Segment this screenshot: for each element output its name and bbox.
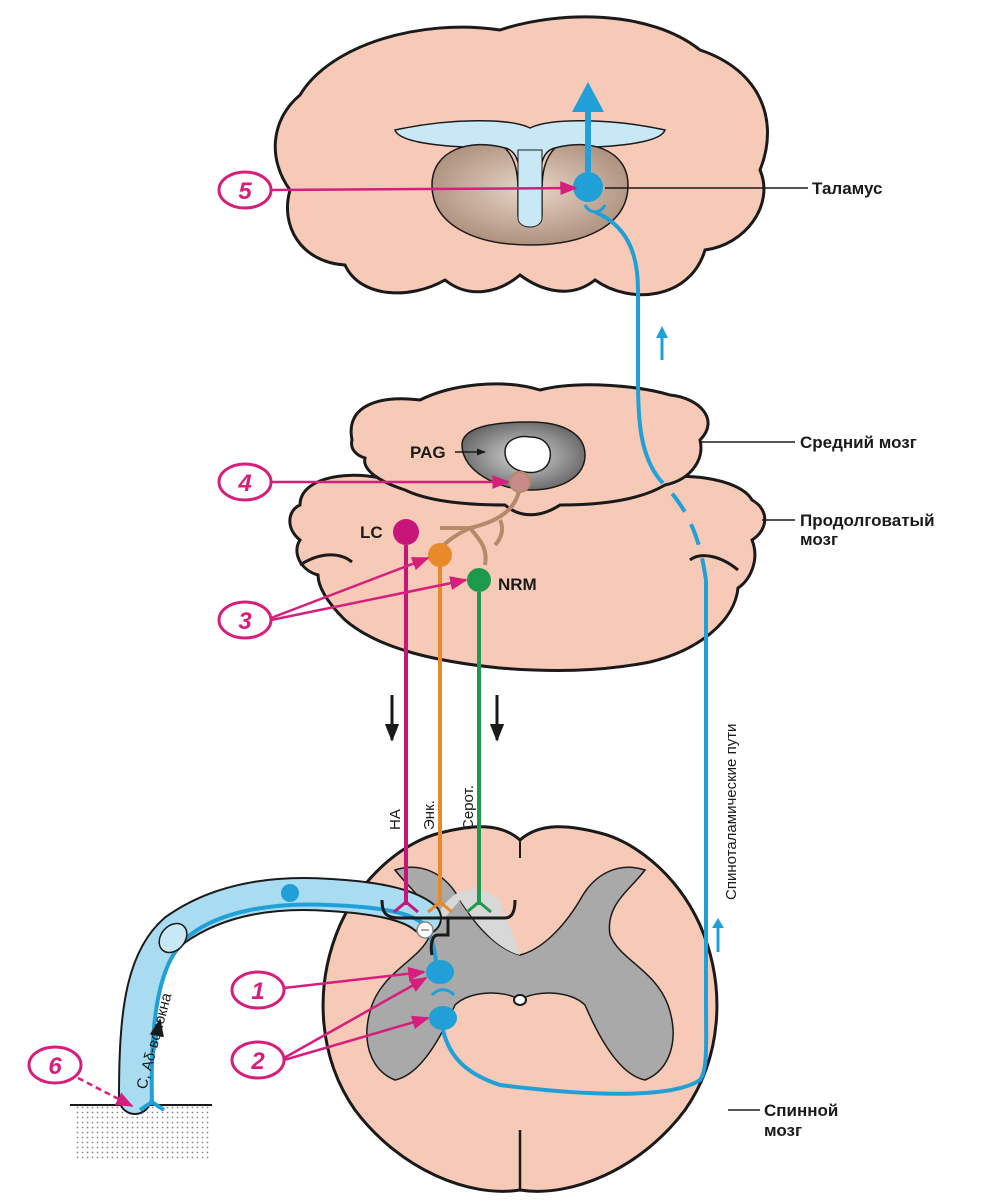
callout-4-number: 4 <box>237 470 251 497</box>
label-midbrain: Средний мозг <box>800 433 917 452</box>
label-thalamus: Таламус <box>812 179 883 198</box>
label-spinothalamic: Спиноталамические пути <box>723 724 740 900</box>
brain-section <box>275 17 767 295</box>
callout-6-number: 6 <box>48 1053 62 1080</box>
ascending-arrow-upper-head <box>656 326 668 338</box>
pag-neuron <box>510 472 530 492</box>
ascending-arrow-cord-head <box>712 918 724 928</box>
nrm-neuron <box>467 568 491 592</box>
thalamic-neuron <box>573 172 603 202</box>
label-spinal-line2: мозг <box>764 1121 802 1140</box>
label-medulla-line1: Продолговатый <box>800 511 935 530</box>
dorsal-root-ganglion-cell <box>281 884 299 902</box>
label-lc: LC <box>360 523 383 542</box>
callout-2-number: 2 <box>250 1048 265 1075</box>
label-nrm: NRM <box>498 575 537 594</box>
label-na: НА <box>387 809 404 830</box>
neuron-2 <box>429 1006 457 1030</box>
spinal-cord-section <box>323 827 717 1192</box>
neuron-1 <box>426 960 454 984</box>
label-medulla-line2: мозг <box>800 530 838 549</box>
callout-3-number: 3 <box>238 608 252 635</box>
label-pag: PAG <box>410 443 446 462</box>
central-canal <box>514 995 526 1005</box>
aqueduct <box>505 437 550 473</box>
label-serot: Серот. <box>460 785 477 830</box>
enk-neuron <box>428 543 452 567</box>
label-spinal-line1: Спинной <box>764 1101 838 1120</box>
label-enk: Энк. <box>421 800 438 830</box>
lc-neuron <box>393 519 419 545</box>
callout-5-number: 5 <box>238 178 252 205</box>
callout-1-number: 1 <box>251 978 264 1005</box>
